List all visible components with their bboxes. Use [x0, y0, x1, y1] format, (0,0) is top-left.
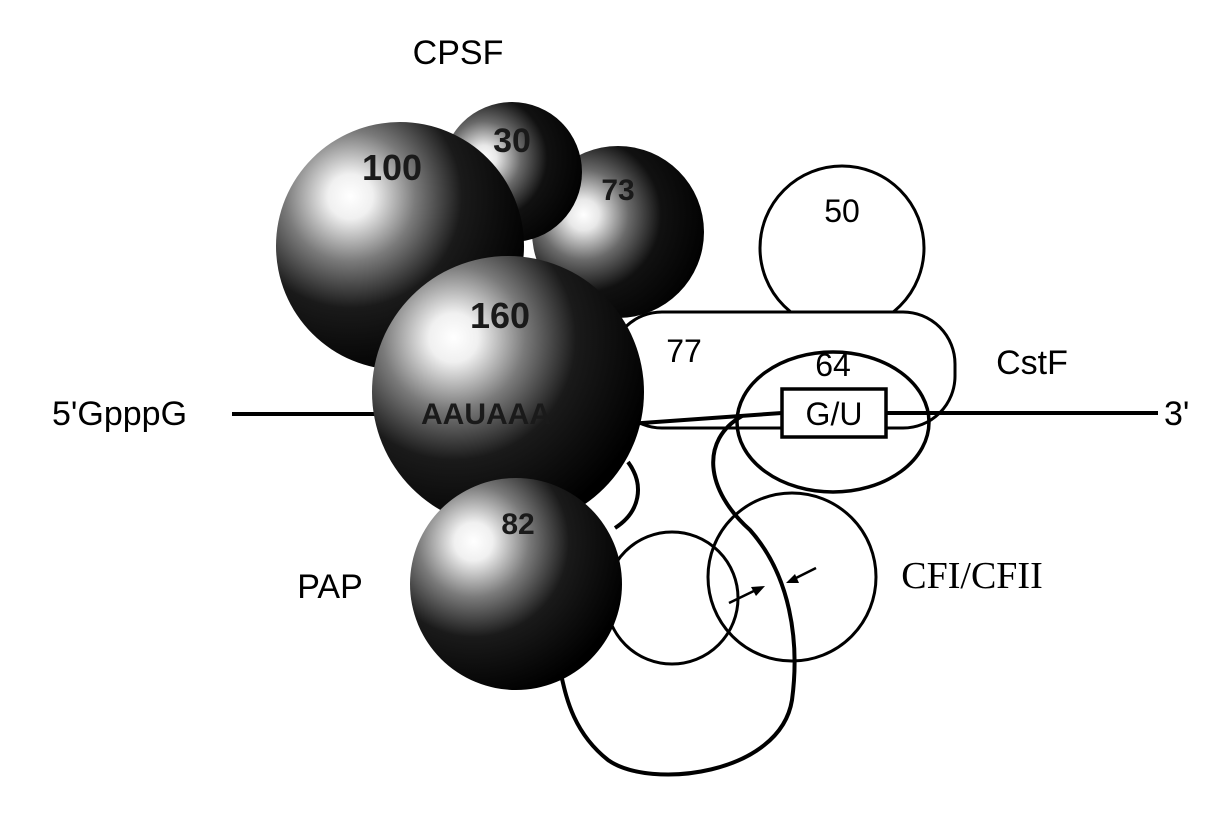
- rna-five-prime-label: 5'GpppG: [52, 395, 187, 433]
- pap-title: PAP: [297, 568, 363, 606]
- cstf-77-label: 77: [666, 333, 702, 369]
- rna-middle-segment: [627, 411, 783, 426]
- gu-element-label: G/U: [806, 396, 863, 432]
- cfii-small-circle: [604, 530, 740, 666]
- pap-82-label: 82: [501, 508, 534, 541]
- cstf-64-ellipse: [735, 350, 931, 494]
- cstf-title: CstF: [996, 344, 1068, 382]
- pap-sphere: [410, 478, 622, 690]
- cpsf-30-label: 30: [493, 122, 531, 160]
- cfi-cfii-circle: [706, 491, 878, 663]
- cleavage-arrowhead-right: [786, 574, 799, 583]
- aauaaa-element-label: AAUAAA: [421, 398, 551, 431]
- pap-tether: [613, 460, 640, 530]
- cpsf-title: CPSF: [413, 34, 504, 72]
- cstf-50-circle: [758, 164, 926, 332]
- cpsf-100-label: 100: [362, 147, 422, 188]
- cleavage-arrowhead-left: [751, 586, 765, 596]
- rna-loop: [558, 414, 797, 777]
- cpsf-73-label: 73: [601, 174, 634, 207]
- cpsf-160-label: 160: [470, 295, 530, 336]
- rna-three-prime-label: 3': [1164, 395, 1189, 433]
- cfi-cfii-title: CFI/CFII: [901, 555, 1042, 597]
- cstf-50-label: 50: [824, 193, 860, 229]
- gu-element-box: [780, 387, 888, 439]
- cstf-64-label: 64: [815, 347, 851, 383]
- cpsf-160-sphere: [372, 256, 644, 528]
